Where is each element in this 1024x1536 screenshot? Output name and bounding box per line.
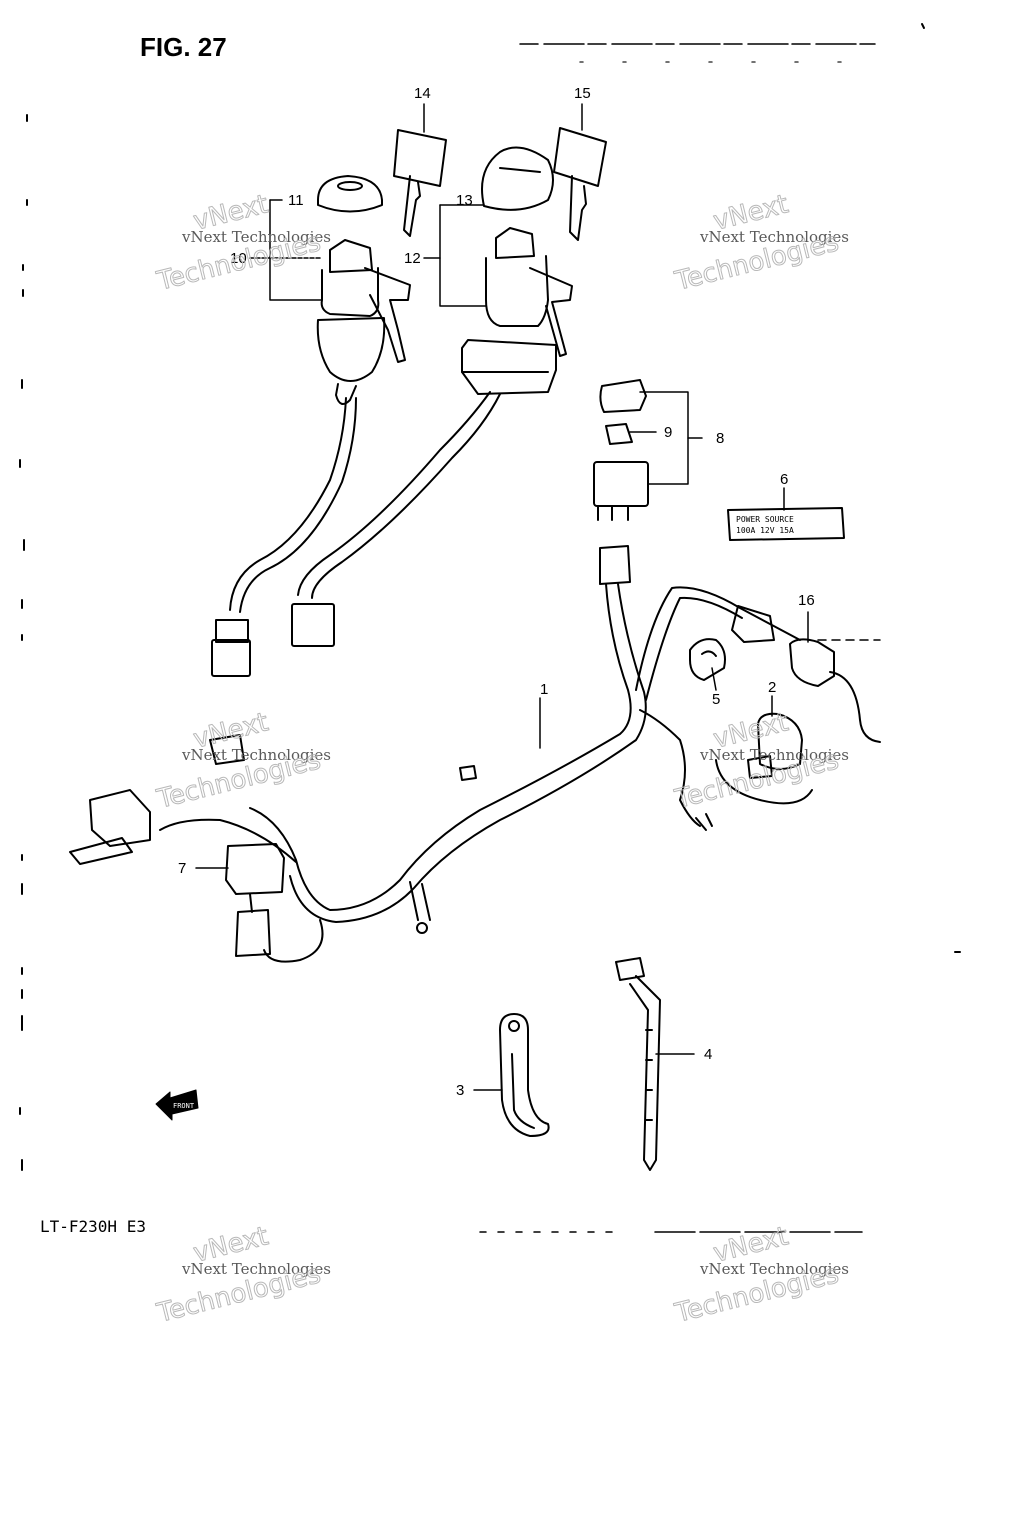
watermark-top-right: vNext vNext Technologies Technologies xyxy=(671,189,849,298)
switch-cap-11 xyxy=(317,175,383,213)
watermark-text: vNext Technologies xyxy=(699,1260,849,1278)
callout-5: 5 xyxy=(712,691,720,708)
power-label-line1: POWER SOURCE xyxy=(736,515,794,524)
front-arrow-marker: FRONT xyxy=(155,1089,199,1121)
callout-8: 8 xyxy=(716,430,724,447)
callout-9: 9 xyxy=(664,424,672,441)
callout-7: 7 xyxy=(178,860,186,877)
watermark-text: vNext Technologies xyxy=(699,746,849,764)
callout-3: 3 xyxy=(456,1082,464,1099)
callout-10: 10 xyxy=(230,250,247,267)
watermark-bottom-right: vNext vNext Technologies Technologies xyxy=(671,1221,849,1330)
watermark-text: vNext Technologies xyxy=(181,746,331,764)
cable-tie-4 xyxy=(615,957,661,1171)
callout-16: 16 xyxy=(798,592,815,609)
callout-1: 1 xyxy=(540,681,548,698)
relay-2 xyxy=(715,712,813,805)
edge-specks xyxy=(19,23,961,1171)
watermark-bottom-left: vNext vNext Technologies Technologies xyxy=(153,1221,331,1330)
watermark-text: vNext Technologies xyxy=(181,1260,331,1278)
watermark-top-left: vNext vNext Technologies Technologies xyxy=(153,189,331,298)
watermark-text: vNext Technologies xyxy=(181,228,331,246)
callout-12: 12 xyxy=(404,250,421,267)
socket-16 xyxy=(789,638,881,743)
relay-unit-7 xyxy=(225,843,285,957)
callout-numbers: 1 2 3 4 5 6 7 8 9 10 11 12 13 14 15 16 xyxy=(178,85,815,1099)
front-arrow-label: FRONT xyxy=(173,1102,195,1110)
callout-leaders xyxy=(195,103,809,1091)
figure-title: FIG. 27 xyxy=(140,32,227,62)
fuse-box-8 xyxy=(593,379,649,521)
model-code: LT-F230H E3 xyxy=(40,1217,146,1236)
callout-15: 15 xyxy=(574,85,591,102)
clamp-5 xyxy=(689,638,726,681)
key-15 xyxy=(553,127,607,241)
watermark-text: vNext Technologies xyxy=(699,228,849,246)
callout-6: 6 xyxy=(780,471,788,488)
callout-13: 13 xyxy=(456,192,473,209)
border-dashes xyxy=(479,43,881,1233)
harness-clamp-3 xyxy=(499,1013,550,1137)
power-label-line2: 100A 12V 15A xyxy=(736,526,794,535)
key-14 xyxy=(393,129,447,237)
switch-cap-13 xyxy=(481,146,554,211)
watermark-mid-left: vNext vNext Technologies Technologies xyxy=(153,707,331,816)
power-source-label-6: POWER SOURCE 100A 12V 15A xyxy=(727,507,845,541)
watermark-mid-right: vNext vNext Technologies Technologies xyxy=(671,707,849,816)
callout-2: 2 xyxy=(768,679,776,696)
callout-14: 14 xyxy=(414,85,431,102)
ignition-switch-10 xyxy=(211,239,411,677)
callout-4: 4 xyxy=(704,1046,712,1063)
callout-11: 11 xyxy=(288,192,304,209)
ignition-switch-12 xyxy=(291,227,573,647)
wiring-harness-1 xyxy=(69,545,801,963)
